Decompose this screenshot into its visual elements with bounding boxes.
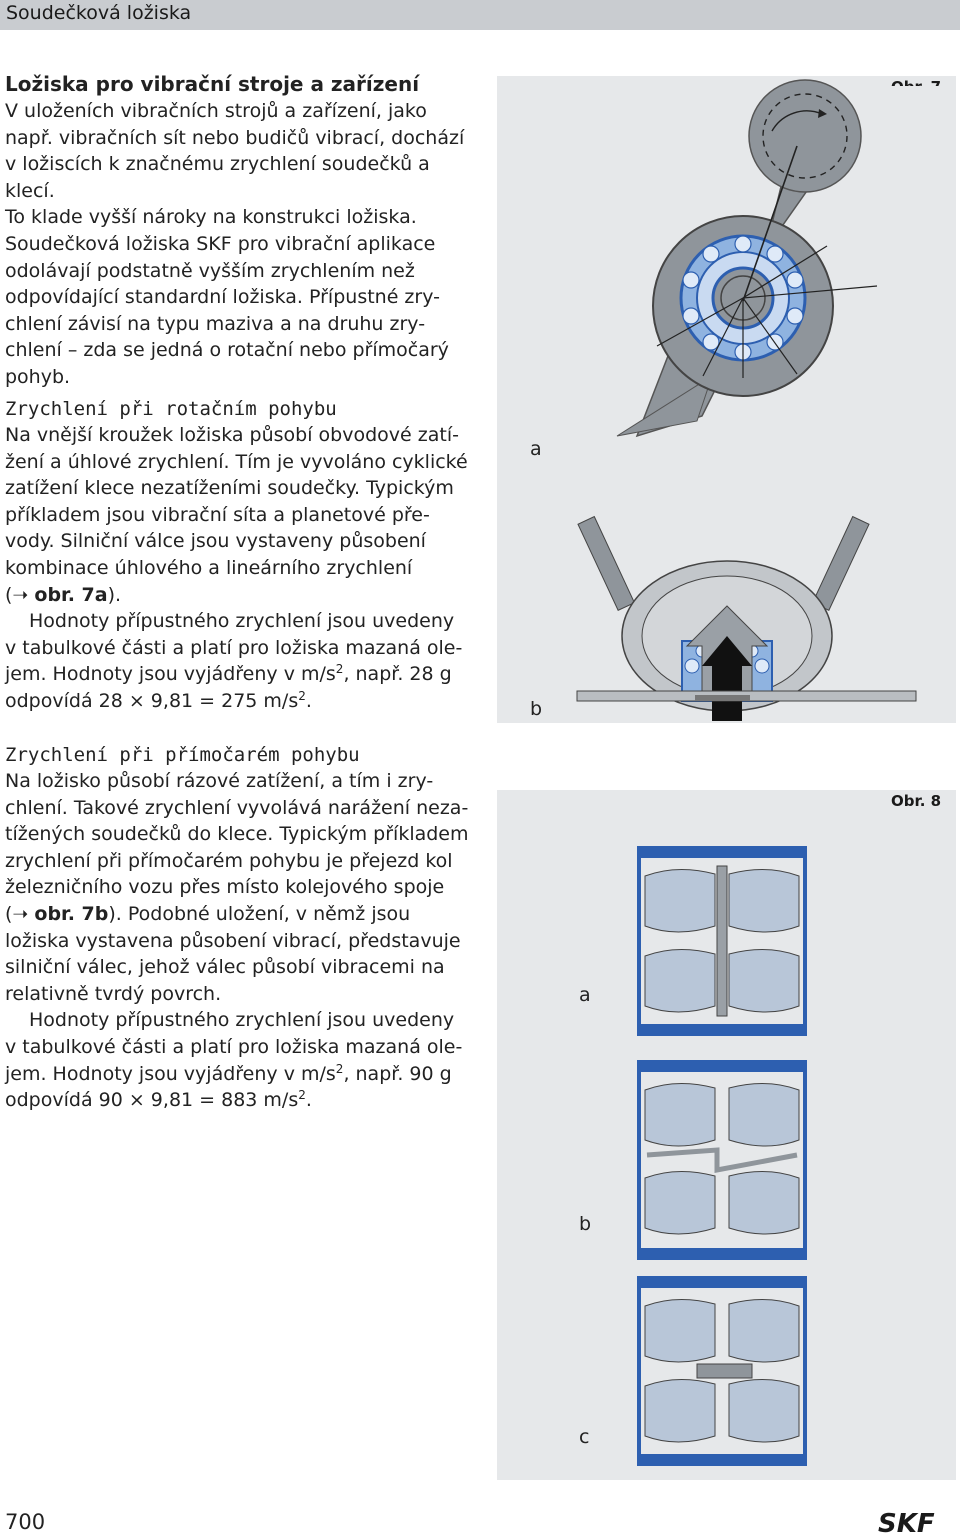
ref-open: ( [5,583,13,606]
bearing-cross-section-b [637,1060,807,1260]
text-line: vody. Silniční válce jsou vystaveny půso… [5,530,426,553]
text-line: v tabulkové části a platí pro ložiska ma… [5,1035,463,1058]
text-line: jem. Hodnoty jsou vyjádřeny v m/s [5,663,336,686]
text-end: . [305,1089,312,1112]
text-line: , např. 90 g [343,1062,452,1085]
section-vibration-machines: Ložiska pro vibrační stroje a zařízení V… [5,70,475,391]
text-line: pohyb. [5,365,71,388]
text-line: Na ložisko působí rázové zatížení, a tím… [5,770,434,792]
text-line: žení a úhlové zrychlení. Tím je vyvoláno… [5,450,468,473]
page-number: 700 [5,1510,46,1534]
text-line: např. vibračních sít nebo budičů vibrací… [5,126,465,149]
subfigure-label-a: a [579,984,591,1006]
bearing-cross-section-a [637,846,807,1036]
ref-close: ). [107,583,122,606]
ref-open: ( [5,902,13,925]
text-line: , např. 28 g [343,663,452,686]
superscript: 2 [335,1061,344,1076]
section-heading: Zrychlení při přímočarém pohybu [5,744,360,766]
text-line: chlení. Takové zrychlení vyvolává naráže… [5,796,469,819]
paragraph: Na vnější kroužek ložiska působí obvodov… [5,422,475,608]
figure-reference-7b[interactable]: obr. 7b [34,902,109,925]
paragraph: Na ložisko působí rázové zatížení, a tím… [5,768,475,1007]
text-line: v ložiscích k značnému zrychlení soudečk… [5,153,430,202]
figure-7-panel: Obr. 7 a b [497,76,956,723]
text-line: železničního vozu přes místo kolejového … [5,876,445,899]
text-line: odpovídá 28 × 9,81 = 275 m/s [5,689,299,712]
text-line: relativně tvrdý povrch. [5,982,222,1005]
section-heading: Zrychlení při rotačním pohybu [5,398,337,420]
text-line: Hodnoty přípustného zrychlení jsou uvede… [29,610,455,633]
superscript: 2 [298,688,306,703]
section-linear-acceleration: Zrychlení při přímočarém pohybu Na ložis… [5,742,475,1114]
logo-text: SKF [878,1509,935,1536]
paragraph: Hodnoty přípustného zrychlení jsou uvede… [5,1007,475,1113]
figure-label: Obr. 8 [891,792,942,810]
text-line: silniční válec, jehož válec působí vibra… [5,956,445,979]
text-line: chlení – zda se jedná o rotační nebo pří… [5,339,449,362]
vibrating-screen-bearing-diagram [587,79,956,476]
text-line: ložiska vystavena působení vibrací, před… [5,929,461,952]
text-line: zatížení klece nezatíženími soudečky. Ty… [5,477,454,500]
ref-close: ). Podobné uložení, v němž jsou [108,902,411,925]
arrow-icon: ➝ [12,902,29,925]
text-line: odpovídající standardní ložiska. Přípust… [5,286,440,309]
text-line: V uloženích vibračních strojů a zařízení… [5,100,427,122]
text-line: Soudečková ložiska SKF pro vibrační apli… [5,232,436,255]
text-end: . [305,689,312,712]
text-line: v tabulkové části a platí pro ložiska ma… [5,636,463,659]
text-line: příkladem jsou vibrační síta a planetové… [5,503,430,526]
arrow-icon: ➝ [12,583,29,606]
subfigure-label-b: b [579,1213,592,1235]
subfigure-label-b: b [530,698,543,720]
paragraph: V uloženích vibračních strojů a zařízení… [5,98,475,391]
subfigure-label-a: a [530,438,542,460]
paragraph: Hodnoty přípustného zrychlení jsou uvede… [5,608,475,714]
section-rotational-acceleration: Zrychlení při rotačním pohybu Na vnější … [5,396,475,715]
road-roller-bearing-diagram [576,515,917,721]
text-line: zrychlení při přímočarém pohybu je přeje… [5,849,453,872]
skf-logo: SKF [878,1509,935,1536]
superscript: 2 [335,662,344,677]
text-line: Hodnoty přípustného zrychlení jsou uvede… [29,1009,455,1032]
text-line: odpovídá 90 × 9,81 = 883 m/s [5,1089,299,1112]
figure-8-panel: Obr. 8 a b c [497,790,956,1480]
text-line: To klade vyšší nároky na konstrukci loži… [5,206,417,229]
page-header: Soudečková ložiska [0,0,960,30]
header-title: Soudečková ložiska [6,2,192,24]
text-line: chlení závisí na typu maziva a na druhu … [5,312,426,335]
text-line: Na vnější kroužek ložiska působí obvodov… [5,424,459,446]
section-heading: Ložiska pro vibrační stroje a zařízení [5,72,420,96]
figure-reference-7a[interactable]: obr. 7a [34,583,108,606]
text-line: kombinace úhlového a lineárního zrychlen… [5,556,413,579]
text-line: jem. Hodnoty jsou vyjádřeny v m/s [5,1062,336,1085]
text-line: tížených soudečků do klece. Typickým pří… [5,823,469,846]
text-line: odolávají podstatně vyšším zrychlením ne… [5,259,415,282]
superscript: 2 [298,1088,306,1103]
bearing-cross-section-c [637,1276,807,1466]
subfigure-label-c: c [579,1426,590,1448]
